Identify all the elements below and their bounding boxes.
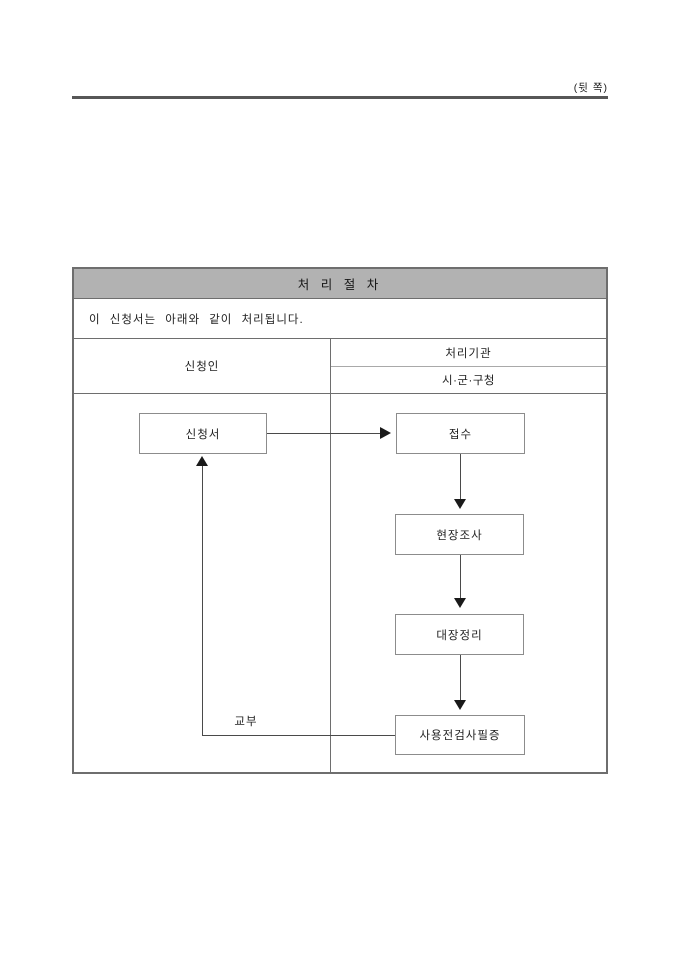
flow-box-ledger-update: 대장정리	[395, 614, 524, 655]
connector-ledger-to-certificate	[460, 655, 461, 700]
arrowhead-down-icon	[454, 700, 466, 710]
issue-label: 교부	[234, 716, 258, 728]
connector-survey-to-ledger	[460, 555, 461, 598]
connector-certificate-to-application-horizontal	[202, 735, 395, 736]
page-top-rule	[72, 96, 608, 99]
connector-certificate-to-application-vertical	[202, 466, 203, 735]
column-header-bottom-border	[74, 393, 606, 394]
column-header-agency-office: 시·군·구청	[442, 375, 495, 387]
procedure-intro-text: 이 신청서는 아래와 같이 처리됩니다.	[74, 299, 606, 339]
column-divider-line	[330, 339, 331, 772]
procedure-title: 처 리 절 차	[74, 269, 606, 299]
flow-box-receive: 접수	[396, 413, 525, 454]
back-side-note: (뒷 쪽)	[573, 82, 608, 94]
flow-box-application: 신청서	[139, 413, 267, 454]
arrowhead-up-icon	[196, 456, 208, 466]
flow-box-certificate: 사용전검사필증	[395, 715, 525, 755]
column-header-applicant: 신청인	[184, 361, 220, 373]
procedure-table: 처 리 절 차 이 신청서는 아래와 같이 처리됩니다. 신청인 처리기관 시·…	[72, 267, 608, 774]
connector-application-to-receive	[267, 433, 380, 434]
arrowhead-down-icon	[454, 598, 466, 608]
flow-box-site-survey: 현장조사	[395, 514, 524, 555]
connector-receive-to-survey	[460, 454, 461, 499]
arrowhead-down-icon	[454, 499, 466, 509]
arrowhead-right-icon	[380, 427, 391, 439]
column-header-agency: 처리기관	[331, 339, 606, 367]
